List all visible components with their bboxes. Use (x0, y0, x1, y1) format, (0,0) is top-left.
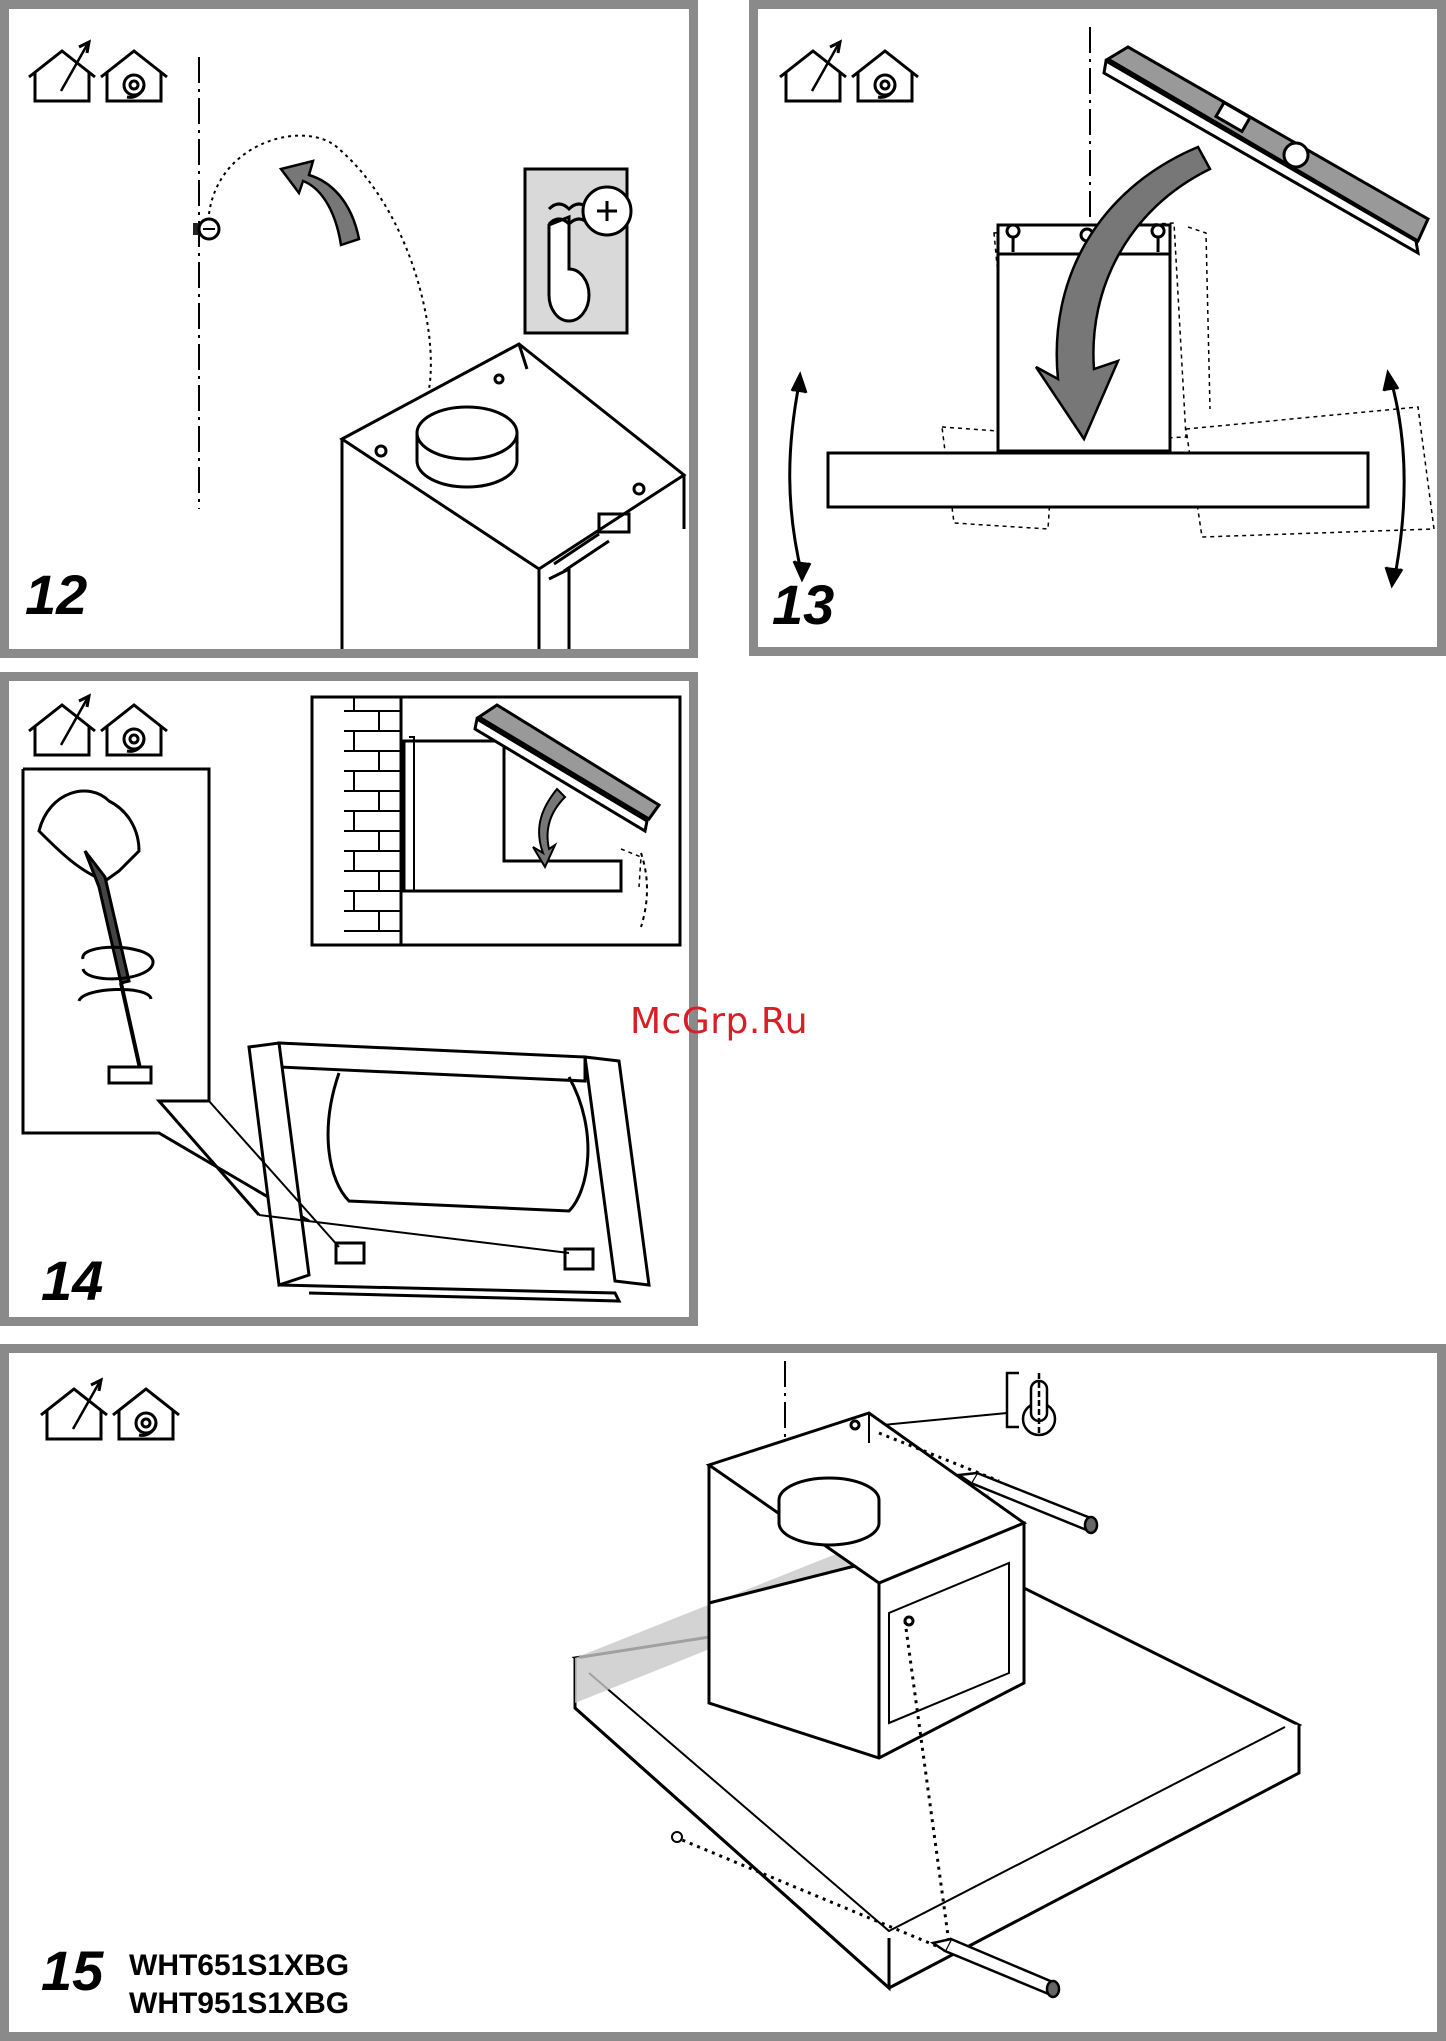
hood-frame (209, 1043, 649, 1301)
tilt-arrow-left-icon (790, 375, 810, 579)
tilt-arrow-right-icon (1384, 373, 1404, 585)
step-15-illustration (9, 1353, 1437, 2032)
ducted-extraction-icon (41, 1380, 107, 1439)
step-14-illustration (9, 681, 689, 1317)
step-number: 14 (41, 1253, 103, 1309)
step-13-illustration (758, 9, 1437, 647)
ducted-extraction-icon (29, 696, 95, 755)
recirculation-icon (101, 705, 167, 755)
step-14-panel: 14 (0, 672, 698, 1326)
model-list: WHT651S1XBG WHT951S1XBG (129, 1947, 349, 2023)
watermark: McGrp.Ru (630, 1001, 808, 1042)
step-13-panel: 13 (749, 0, 1446, 656)
ducted-extraction-icon (29, 42, 95, 101)
keyhole-detail (883, 1373, 1055, 1435)
spirit-level-icon (1104, 47, 1428, 253)
step-number: 12 (25, 567, 87, 623)
wall-level-detail (312, 697, 680, 945)
recirculation-icon (101, 51, 167, 101)
step-12-illustration (9, 9, 689, 649)
lift-arrow-icon (281, 161, 359, 245)
ducted-extraction-icon (780, 42, 846, 101)
pencil-icon (933, 1939, 1059, 1997)
screw-keyhole-detail (525, 169, 631, 333)
step-15-panel: 15 WHT651S1XBG WHT951S1XBG (0, 1344, 1446, 2041)
recirculation-icon (113, 1389, 179, 1439)
model-name: WHT651S1XBG (129, 1947, 349, 1985)
step-12-panel: 12 (0, 0, 698, 658)
hood-canopy (828, 453, 1368, 507)
model-name: WHT951S1XBG (129, 1985, 349, 2023)
recirculation-icon (852, 51, 918, 101)
hood-body (342, 344, 684, 649)
step-number: 13 (772, 577, 834, 633)
step-number: 15 (41, 1943, 103, 1999)
hood-chimney-box (709, 1413, 1024, 1758)
screw-icon (193, 219, 219, 239)
